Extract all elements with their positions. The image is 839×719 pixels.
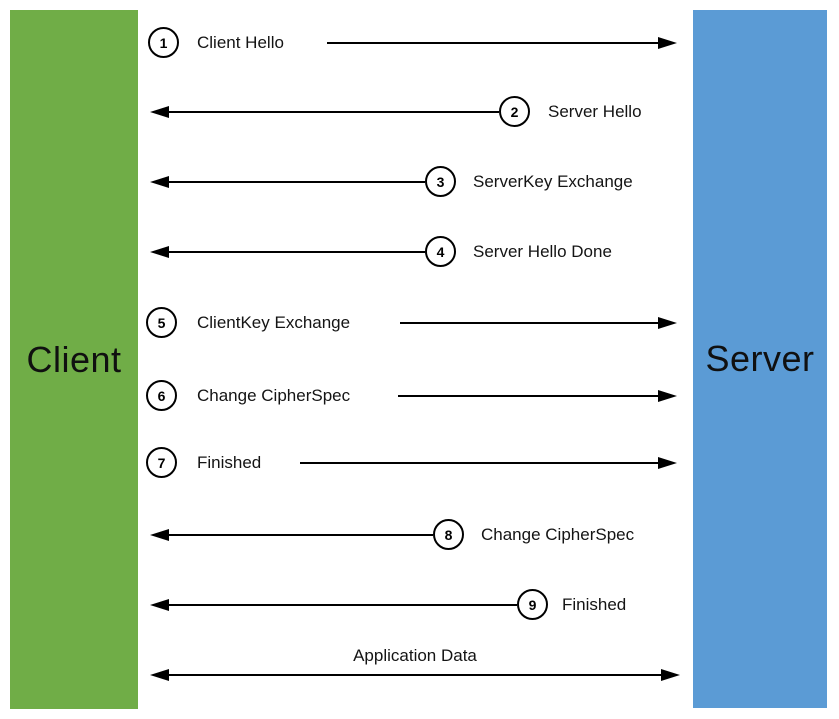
arrowhead-right-icon: [661, 669, 680, 681]
message-9-label: Finished: [562, 595, 627, 614]
message-4-line: [166, 251, 425, 253]
message-1-label: Client Hello: [197, 33, 284, 52]
step-7-number: 7: [157, 454, 166, 471]
arrowhead-left-icon: [150, 529, 169, 541]
arrowhead-left-icon: [150, 669, 169, 681]
arrowhead-left-icon: [150, 106, 169, 118]
step-2-number: 2: [510, 103, 519, 120]
step-6-number: 6: [157, 387, 166, 404]
step-4-badge: 4: [425, 236, 456, 267]
message-6-label: Change CipherSpec: [197, 386, 351, 405]
message-7-line: [300, 462, 658, 464]
message-6-line: [398, 395, 658, 397]
message-9-line: [166, 604, 517, 606]
message-2-label: Server Hello: [548, 102, 642, 121]
step-2-badge: 2: [499, 96, 530, 127]
arrowhead-left-icon: [150, 599, 169, 611]
step-7-badge: 7: [146, 447, 177, 478]
message-1-line: [327, 42, 658, 44]
step-8-badge: 8: [433, 519, 464, 550]
step-9-number: 9: [528, 596, 537, 613]
message-3-label: ServerKey Exchange: [473, 172, 633, 191]
message-7-label: Finished: [197, 453, 262, 472]
message-4-label: Server Hello Done: [473, 242, 612, 261]
arrowhead-right-icon: [658, 390, 677, 402]
message-3-line: [166, 181, 425, 183]
step-8-number: 8: [444, 526, 453, 543]
message-2-line: [166, 111, 499, 113]
server-lifeline: Server: [693, 10, 827, 708]
step-9-badge: 9: [517, 589, 548, 620]
message-5-label: ClientKey Exchange: [197, 313, 351, 332]
message-5-line: [400, 322, 658, 324]
arrowhead-right-icon: [658, 317, 677, 329]
message-8-line: [166, 534, 433, 536]
arrowhead-right-icon: [658, 37, 677, 49]
client-lifeline: Client: [10, 10, 138, 709]
arrowhead-left-icon: [150, 176, 169, 188]
step-4-number: 4: [436, 243, 445, 260]
arrowhead-left-icon: [150, 246, 169, 258]
step-5-number: 5: [157, 314, 166, 331]
message-10-label: Application Data: [353, 646, 477, 665]
message-10-line: [166, 674, 662, 676]
step-1-badge: 1: [148, 27, 179, 58]
arrowhead-right-icon: [658, 457, 677, 469]
step-3-number: 3: [436, 173, 445, 190]
message-8-label: Change CipherSpec: [481, 525, 635, 544]
step-6-badge: 6: [146, 380, 177, 411]
step-1-number: 1: [159, 34, 168, 51]
server-label: Server: [705, 338, 815, 379]
client-label: Client: [26, 338, 122, 380]
step-3-badge: 3: [425, 166, 456, 197]
step-5-badge: 5: [146, 307, 177, 338]
